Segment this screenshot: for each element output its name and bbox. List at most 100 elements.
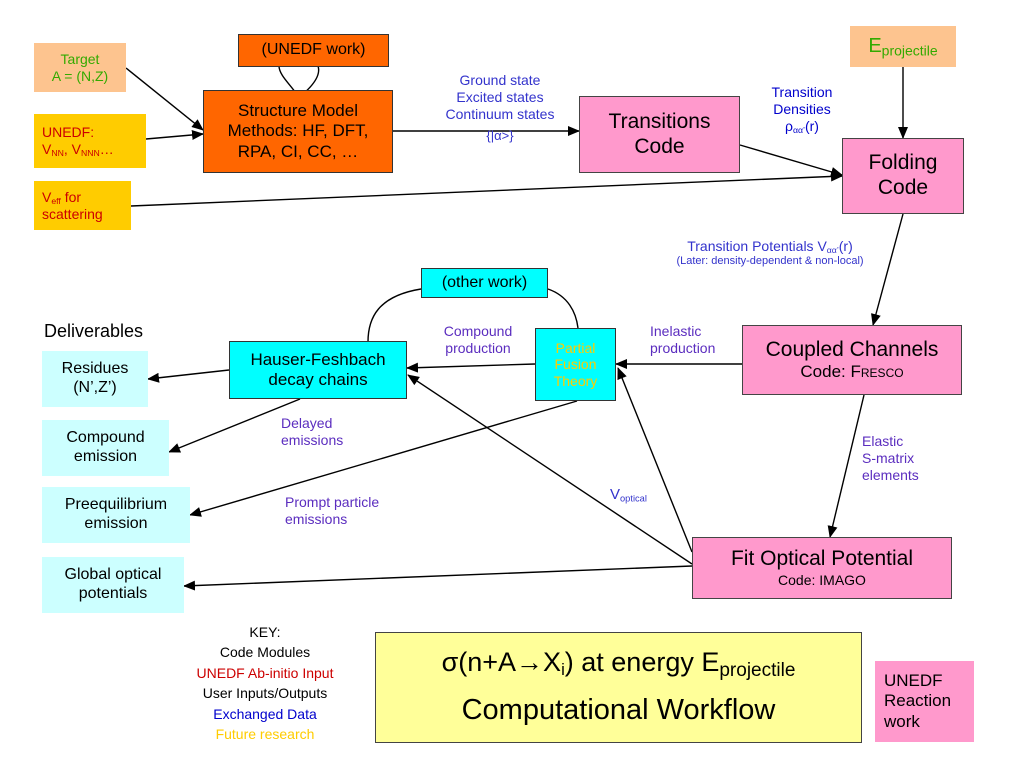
transition-densities-label: Transition Densities ραα’(r)	[752, 84, 852, 134]
prompt-particle-line2: emissions	[285, 510, 348, 527]
partial-fusion-box: Partial Fusion Theory	[535, 328, 616, 401]
delayed-emissions-label: Delayed emissions	[281, 415, 343, 449]
prompt-particle-line1: Prompt particle	[285, 494, 380, 510]
partial-fusion-line3: Theory	[553, 372, 598, 389]
unedf-reaction-line2: Reaction	[884, 691, 952, 711]
transition-densities-line3: ραα’(r)	[785, 117, 819, 135]
compound-emission-box: Compound emission	[42, 420, 169, 476]
key-item-future-research: Future research	[215, 726, 315, 743]
compound-production-label: Compound production	[433, 323, 523, 357]
link-other-work	[367, 288, 579, 343]
e-projectile-label: Eprojectile	[868, 34, 938, 59]
arrow-hauser-to-compound	[168, 398, 301, 453]
folding-code-line1: Folding	[868, 151, 938, 175]
compound-emission-line1: Compound	[66, 429, 145, 447]
arrow-fusion-to-preequilibrium	[189, 400, 578, 517]
global-optical-line1: Global optical	[64, 566, 162, 584]
key-item-exchanged-data: Exchanged Data	[213, 705, 317, 722]
arrow-fitoptical-to-global	[183, 565, 693, 591]
key-legend: KEY: Code Modules UNEDF Ab-initio Input …	[180, 622, 350, 745]
residues-line1: Residues	[61, 360, 129, 378]
inelastic-production-line2: production	[650, 339, 716, 356]
elastic-smatrix-line2: S-matrix	[862, 449, 915, 466]
folding-code-line2: Code	[877, 176, 929, 199]
unedf-work-label: (UNEDF work)	[261, 41, 366, 59]
structure-model-line2: Methods: HF, DFT,	[227, 121, 369, 141]
coupled-channels-line1: Coupled Channels	[765, 337, 939, 361]
e-projectile-box: Eprojectile	[850, 26, 956, 67]
delayed-emissions-line1: Delayed	[281, 415, 333, 431]
structure-model-box: Structure Model Methods: HF, DFT, RPA, C…	[203, 90, 393, 173]
compound-emission-line2: emission	[73, 448, 138, 465]
states-line4: {|α>}	[486, 128, 514, 144]
elastic-smatrix-line3: elements	[862, 466, 919, 483]
unedf-reaction-line3: work	[884, 711, 920, 731]
unedf-reaction-line1: UNEDF	[884, 671, 943, 691]
folding-code-box: Folding Code	[842, 138, 964, 214]
target-line2: A = (N,Z)	[51, 67, 109, 84]
key-item-code-modules: Code Modules	[219, 644, 311, 661]
compound-production-line1: Compound	[443, 323, 513, 339]
hauser-feshbach-box: Hauser-Feshbach decay chains	[229, 341, 407, 399]
global-optical-line2: potentials	[78, 585, 148, 602]
veff-line2: scattering	[42, 205, 103, 222]
transition-potentials-line1: Transition Potentials Vαα’(r)	[687, 238, 853, 256]
fit-optical-box: Fit Optical Potential Code: IMAGO	[692, 537, 952, 599]
key-item-user-io: User Inputs/Outputs	[202, 685, 328, 702]
arrow-unedf-to-structure	[145, 129, 204, 140]
key-title: KEY:	[249, 624, 281, 640]
residues-box: Residues (N’,Z’)	[42, 351, 148, 407]
states-line3: Continuum states	[445, 105, 555, 122]
arrow-fitoptical-to-hauser	[407, 374, 693, 565]
arrow-hauser-to-residues	[147, 369, 230, 383]
title-box: σ(n+A→Xi) at energy Eprojectile Computat…	[375, 632, 862, 743]
structure-model-line1: Structure Model	[238, 101, 358, 121]
v-optical-label: Voptical	[610, 486, 647, 504]
veff-box: Veff for scattering	[34, 181, 131, 230]
unedf-work-box: (UNEDF work)	[238, 34, 389, 67]
states-line2: Excited states	[456, 88, 544, 105]
preequilibrium-box: Preequilibrium emission	[42, 487, 190, 543]
other-work-label: (other work)	[441, 273, 528, 291]
arrow-transitions-to-folding	[739, 144, 843, 177]
partial-fusion-line2: Fusion	[554, 356, 597, 373]
arrow-coupled-to-fitoptical	[827, 394, 865, 538]
arrow-fitoptical-to-fusion	[617, 367, 693, 553]
transition-densities-line2: Densities	[773, 100, 831, 117]
veff-line1: Veff for	[42, 188, 82, 207]
structure-model-line3: RPA, CI, CC, …	[237, 141, 359, 161]
inelastic-production-label: Inelastic production	[650, 323, 715, 357]
unedf-reaction-box: UNEDF Reaction work	[875, 661, 974, 742]
fit-optical-line1: Fit Optical Potential	[730, 547, 914, 571]
transition-potentials-line2: (Later: density-dependent & non-local)	[676, 254, 864, 267]
other-work-box: (other work)	[421, 268, 548, 298]
target-box: Target A = (N,Z)	[34, 43, 126, 92]
residues-line2: (N’,Z’)	[73, 379, 117, 396]
states-line1: Ground state	[459, 72, 541, 88]
delayed-emissions-line2: emissions	[281, 431, 344, 448]
unedf-input-box: UNEDF: VNN, VNNN…	[34, 114, 146, 168]
deliverables-heading: Deliverables	[44, 321, 144, 341]
unedf-input-line1: UNEDF:	[42, 124, 95, 141]
key-item-unedf-input: UNEDF Ab-initio Input	[196, 664, 334, 681]
transitions-code-line1: Transitions	[608, 109, 711, 133]
partial-fusion-line1: Partial	[555, 339, 596, 356]
transitions-code-box: Transitions Code	[579, 96, 740, 173]
title-line2: Computational Workflow	[461, 694, 776, 727]
fit-optical-line2: Code: IMAGO	[778, 572, 866, 589]
title-line1: σ(n+A→Xi) at energy Eprojectile	[441, 647, 796, 682]
preequilibrium-line2: emission	[84, 515, 148, 532]
elastic-smatrix-label: Elastic S-matrix elements	[862, 433, 919, 483]
arrow-folding-to-coupled	[871, 213, 904, 326]
arrow-target-to-structure	[125, 67, 204, 131]
states-label: Ground state Excited states Continuum st…	[428, 72, 572, 144]
hauser-feshbach-line1: Hauser-Feshbach	[250, 349, 386, 369]
transitions-code-line2: Code	[634, 134, 685, 158]
coupled-channels-box: Coupled Channels Code: Fresco	[742, 325, 962, 395]
unedf-input-line2: VNN, VNNN…	[42, 141, 114, 159]
inelastic-production-line1: Inelastic	[650, 323, 702, 339]
preequilibrium-line1: Preequilibrium	[64, 496, 168, 514]
hauser-feshbach-line2: decay chains	[268, 370, 368, 389]
arrow-veff-to-folding	[130, 171, 843, 207]
